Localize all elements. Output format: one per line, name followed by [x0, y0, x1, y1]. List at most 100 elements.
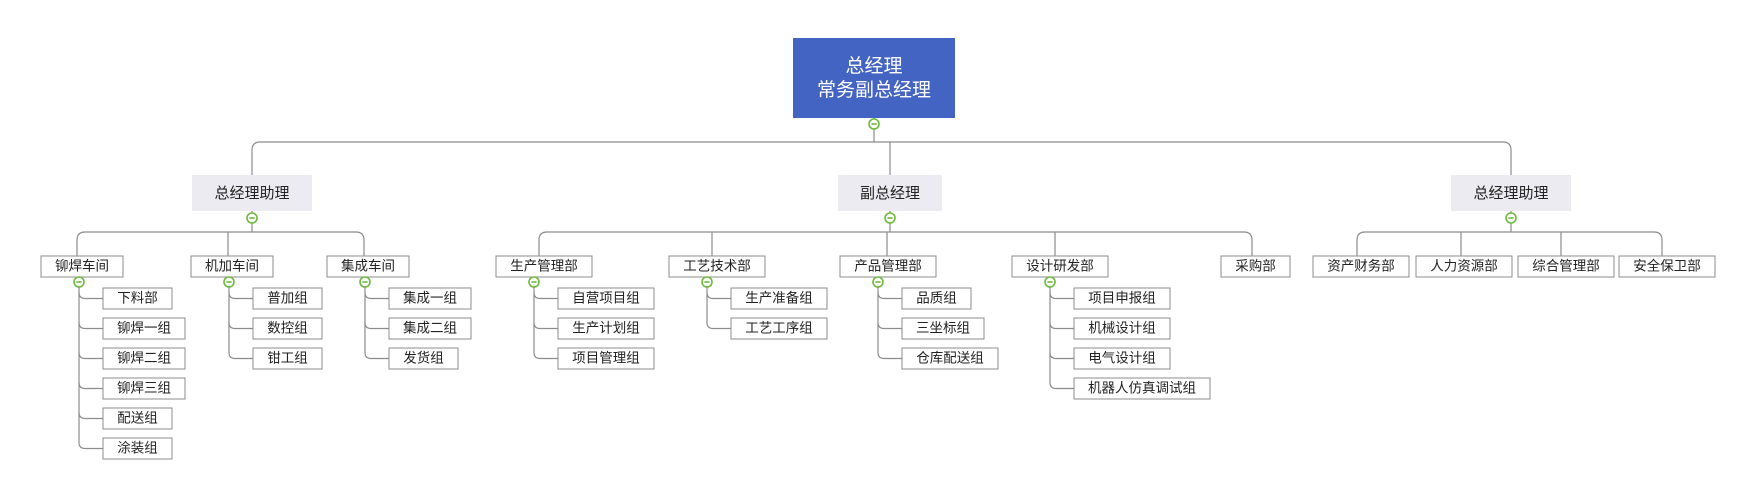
level1-node-1-label: 副总经理 — [860, 184, 920, 202]
dept-node-2-1-label: 人力资源部 — [1430, 259, 1498, 275]
group-node-0-0-2-box — [102, 347, 186, 370]
dept-bus — [1356, 231, 1663, 256]
group-branch — [228, 352, 253, 360]
level1-collapse-toggle-2[interactable] — [1505, 212, 1517, 224]
dept-node-1-1-label: 工艺技术部 — [683, 259, 751, 275]
group-node-1-0-0-box — [557, 287, 655, 310]
level1-node-1-box — [838, 175, 942, 211]
dept-bus — [538, 231, 1253, 256]
group-node-0-2-2-label: 发货组 — [403, 350, 444, 367]
group-node-0-2-2[interactable]: 发货组 — [388, 347, 459, 370]
dept-node-1-3-box — [1011, 255, 1109, 278]
group-node-1-0-0-label: 自营项目组 — [572, 291, 640, 307]
dept-node-1-4-label: 采购部 — [1235, 259, 1276, 275]
dept-node-0-0[interactable]: 铆焊车间 — [40, 255, 124, 278]
group-node-0-2-0[interactable]: 集成一组 — [388, 287, 472, 310]
group-node-1-0-2[interactable]: 项目管理组 — [557, 347, 655, 370]
dept-node-1-1[interactable]: 工艺技术部 — [668, 255, 766, 278]
group-node-1-3-2-box — [1073, 347, 1171, 370]
group-node-0-0-4[interactable]: 配送组 — [102, 407, 173, 430]
dept-collapse-toggle-1-1[interactable] — [701, 276, 713, 288]
dept-node-2-1[interactable]: 人力资源部 — [1415, 255, 1513, 278]
group-node-0-0-3[interactable]: 铆焊三组 — [102, 377, 186, 400]
dept-collapse-toggle-0-0[interactable] — [73, 276, 85, 288]
dept-node-2-3[interactable]: 安全保卫部 — [1618, 255, 1716, 278]
group-node-1-3-1[interactable]: 机械设计组 — [1073, 317, 1171, 340]
group-node-1-1-0[interactable]: 生产准备组 — [730, 287, 828, 310]
group-branch — [364, 352, 389, 360]
group-node-1-3-2-label: 电气设计组 — [1088, 351, 1156, 367]
group-node-0-1-2[interactable]: 钳工组 — [252, 347, 323, 370]
group-node-1-0-2-label: 项目管理组 — [572, 351, 640, 367]
group-node-0-1-1[interactable]: 数控组 — [252, 317, 323, 340]
group-branch — [228, 322, 253, 330]
dept-node-1-2[interactable]: 产品管理部 — [839, 255, 937, 278]
dept-node-0-1-box — [190, 255, 274, 278]
group-node-1-1-1[interactable]: 工艺工序组 — [730, 317, 828, 340]
group-node-1-0-0[interactable]: 自营项目组 — [557, 287, 655, 310]
dept-node-0-2[interactable]: 集成车间 — [326, 255, 410, 278]
level1-node-1[interactable]: 副总经理 — [838, 175, 942, 211]
group-node-1-3-0-label: 项目申报组 — [1088, 291, 1156, 307]
group-node-0-2-0-label: 集成一组 — [403, 291, 457, 307]
dept-collapse-toggle-0-1[interactable] — [223, 276, 235, 288]
level1-node-2-box — [1451, 175, 1571, 211]
group-branch — [877, 352, 902, 360]
dept-collapse-toggle-1-2[interactable] — [872, 276, 884, 288]
dept-node-0-1[interactable]: 机加车间 — [190, 255, 274, 278]
dept-node-1-0-box — [495, 255, 593, 278]
dept-node-1-1-box — [668, 255, 766, 278]
dept-node-1-2-box — [839, 255, 937, 278]
group-node-1-3-1-box — [1073, 317, 1171, 340]
group-node-1-3-3[interactable]: 机器人仿真调试组 — [1073, 377, 1211, 400]
level1-node-0[interactable]: 总经理助理 — [192, 175, 312, 211]
group-branch — [533, 322, 558, 330]
group-node-0-0-3-box — [102, 377, 186, 400]
level1-node-0-box — [192, 175, 312, 211]
group-node-0-0-1-box — [102, 317, 186, 340]
dept-node-2-2-box — [1517, 255, 1615, 278]
group-node-0-0-3-label: 铆焊三组 — [117, 381, 171, 397]
group-node-1-2-1[interactable]: 三坐标组 — [901, 317, 985, 340]
group-node-0-2-0-box — [388, 287, 472, 310]
level1-node-0-label: 总经理助理 — [214, 184, 289, 202]
root-collapse-toggle[interactable] — [868, 118, 880, 130]
level1-collapse-toggle-1[interactable] — [884, 212, 896, 224]
group-node-1-0-1[interactable]: 生产计划组 — [557, 317, 655, 340]
dept-node-2-3-box — [1618, 255, 1716, 278]
dept-collapse-toggle-1-3[interactable] — [1044, 276, 1056, 288]
group-node-0-0-2[interactable]: 铆焊二组 — [102, 347, 186, 370]
group-branch — [78, 442, 103, 450]
dept-node-1-0[interactable]: 生产管理部 — [495, 255, 593, 278]
group-node-1-2-0[interactable]: 品质组 — [901, 287, 972, 310]
group-branch — [78, 292, 103, 300]
group-node-1-2-2-box — [901, 347, 999, 370]
dept-collapse-toggle-1-0[interactable] — [528, 276, 540, 288]
level1-collapse-toggle-0[interactable] — [246, 212, 258, 224]
dept-node-0-2-label: 集成车间 — [341, 258, 395, 275]
group-node-0-0-4-label: 配送组 — [117, 411, 158, 427]
group-node-0-0-0[interactable]: 下料部 — [102, 287, 173, 310]
level1-node-2[interactable]: 总经理助理 — [1451, 175, 1571, 211]
group-node-1-2-2[interactable]: 仓库配送组 — [901, 347, 999, 370]
group-node-0-0-5[interactable]: 涂装组 — [102, 437, 173, 460]
group-node-1-2-1-label: 三坐标组 — [916, 321, 970, 337]
group-node-1-3-0[interactable]: 项目申报组 — [1073, 287, 1171, 310]
dept-node-2-2[interactable]: 综合管理部 — [1517, 255, 1615, 278]
group-node-1-2-0-box — [901, 287, 972, 310]
group-branch — [1049, 292, 1074, 300]
group-node-0-1-1-box — [252, 317, 323, 340]
group-node-1-3-2[interactable]: 电气设计组 — [1073, 347, 1171, 370]
dept-node-1-3[interactable]: 设计研发部 — [1011, 255, 1109, 278]
dept-bus — [76, 231, 365, 256]
dept-collapse-toggle-0-2[interactable] — [359, 276, 371, 288]
group-node-0-1-1-label: 数控组 — [267, 321, 308, 337]
group-node-0-1-0[interactable]: 普加组 — [252, 287, 323, 310]
group-node-0-0-1[interactable]: 铆焊一组 — [102, 317, 186, 340]
group-node-0-2-1[interactable]: 集成二组 — [388, 317, 472, 340]
dept-node-1-4[interactable]: 采购部 — [1220, 255, 1291, 278]
group-branch — [78, 412, 103, 420]
group-node-0-2-1-box — [388, 317, 472, 340]
dept-node-2-0[interactable]: 资产财务部 — [1312, 255, 1410, 278]
